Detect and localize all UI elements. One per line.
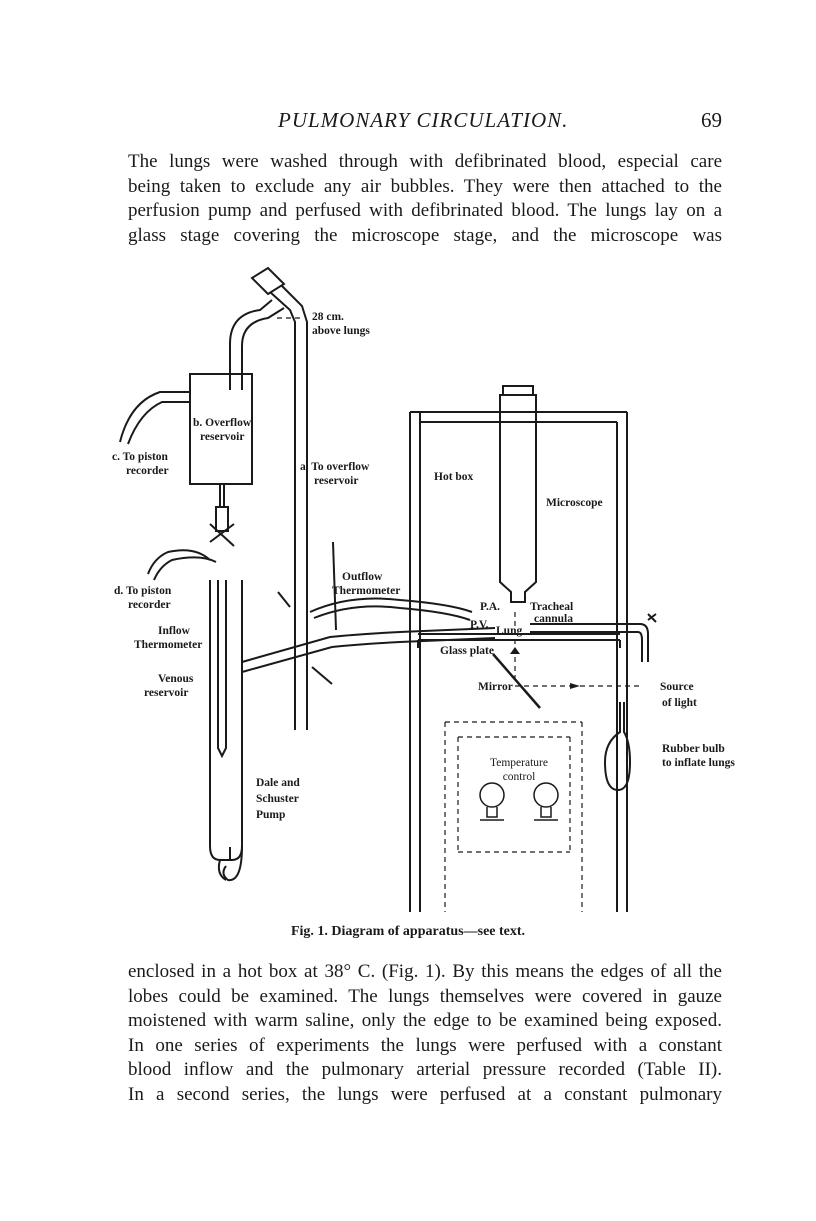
- label-height: 28 cm.: [312, 311, 344, 323]
- text-line: lobes could be examined. The lungs thems…: [128, 985, 722, 1007]
- lamp-bulb-right: [533, 782, 559, 808]
- text-line: In one series of experiments the lungs w…: [128, 1034, 722, 1056]
- label-to-overflow-2: reservoir: [314, 475, 359, 487]
- text-line: blood inflow and the pulmonary arterial …: [128, 1059, 722, 1081]
- temperature-box-inner: [457, 736, 571, 853]
- tube-fitting: [250, 266, 286, 296]
- label-control: control: [502, 771, 536, 783]
- label-inflow-2: Thermometer: [134, 639, 203, 651]
- text-line: The lungs were washed through with defib…: [128, 151, 722, 172]
- text-line: moistened with warm saline, only the edg…: [128, 1010, 722, 1032]
- label-piston-d: d. To piston: [114, 585, 172, 597]
- page-number: 69: [701, 108, 722, 132]
- label-mirror: Mirror: [478, 681, 513, 693]
- text-line: In a second series, the lungs were perfu…: [128, 1083, 722, 1105]
- label-outflow: Outflow: [342, 571, 383, 583]
- label-venous-2: reservoir: [144, 687, 189, 699]
- label-outflow-2: Thermometer: [332, 585, 401, 597]
- label-piston-c: c. To piston: [112, 451, 168, 463]
- label-piston-d-2: recorder: [128, 599, 171, 611]
- hot-box-frame: [409, 411, 628, 912]
- lamp-bulb-left: [479, 782, 505, 808]
- label-glass-plate: Glass plate: [440, 645, 494, 657]
- label-pa: P.A.: [480, 601, 501, 613]
- label-venous: Venous: [158, 673, 194, 685]
- pump-tube: [269, 285, 308, 730]
- label-microscope: Microscope: [546, 497, 603, 509]
- label-tracheal: Tracheal: [530, 601, 574, 613]
- label-of-light: of light: [662, 697, 697, 709]
- running-title: PULMONARY CIRCULATION.: [278, 108, 569, 132]
- apparatus-diagram: 28 cm. above lungs b. Overflow reservoir…: [100, 262, 750, 922]
- microscope-tube: [499, 394, 537, 603]
- label-overflow-reservoir: b. Overflow: [193, 417, 252, 429]
- label-rubber-bulb: Rubber bulb: [662, 743, 725, 755]
- label-dale: Dale and: [256, 777, 300, 789]
- text-line: perfusion pump and perfused with defibri…: [128, 200, 722, 222]
- label-to-overflow: a. To overflow: [300, 461, 370, 473]
- page-header: PULMONARY CIRCULATION. 69: [128, 108, 722, 136]
- paragraph-bottom: enclosed in a hot box at 38° C. (Fig. 1)…: [128, 960, 722, 1108]
- label-cannula: cannula: [534, 613, 573, 625]
- overflow-reservoir: [189, 373, 253, 485]
- label-pv: P.V.: [470, 619, 489, 631]
- mirror: [492, 653, 541, 709]
- temperature-box-outer: [444, 721, 583, 912]
- text-line: being taken to exclude any air bubbles. …: [128, 175, 722, 197]
- label-inflow: Inflow: [158, 625, 190, 637]
- label-temperature: Temperature: [490, 757, 548, 769]
- label-inflate: to inflate lungs: [662, 757, 735, 769]
- microscope-eyepiece: [502, 385, 534, 396]
- paragraph-top: The lungs were washed through with defib…: [128, 150, 722, 248]
- text-line: enclosed in a hot box at 38° C. (Fig. 1)…: [128, 961, 722, 982]
- figure-caption: Fig. 1. Diagram of apparatus—see text.: [290, 924, 526, 939]
- label-lung: Lung: [496, 625, 523, 637]
- rubber-bulb: [603, 702, 632, 792]
- label-source: Source: [660, 681, 694, 693]
- label-schuster: Schuster: [256, 793, 299, 805]
- label-above-lungs: above lungs: [312, 325, 370, 337]
- label-piston-c-2: recorder: [126, 465, 169, 477]
- apparatus-drawing: [119, 266, 657, 912]
- label-pump: Pump: [256, 809, 286, 821]
- label-hot-box: Hot box: [434, 471, 474, 483]
- text-line: glass stage covering the microscope stag…: [128, 224, 722, 246]
- label-overflow-reservoir-2: reservoir: [200, 431, 245, 443]
